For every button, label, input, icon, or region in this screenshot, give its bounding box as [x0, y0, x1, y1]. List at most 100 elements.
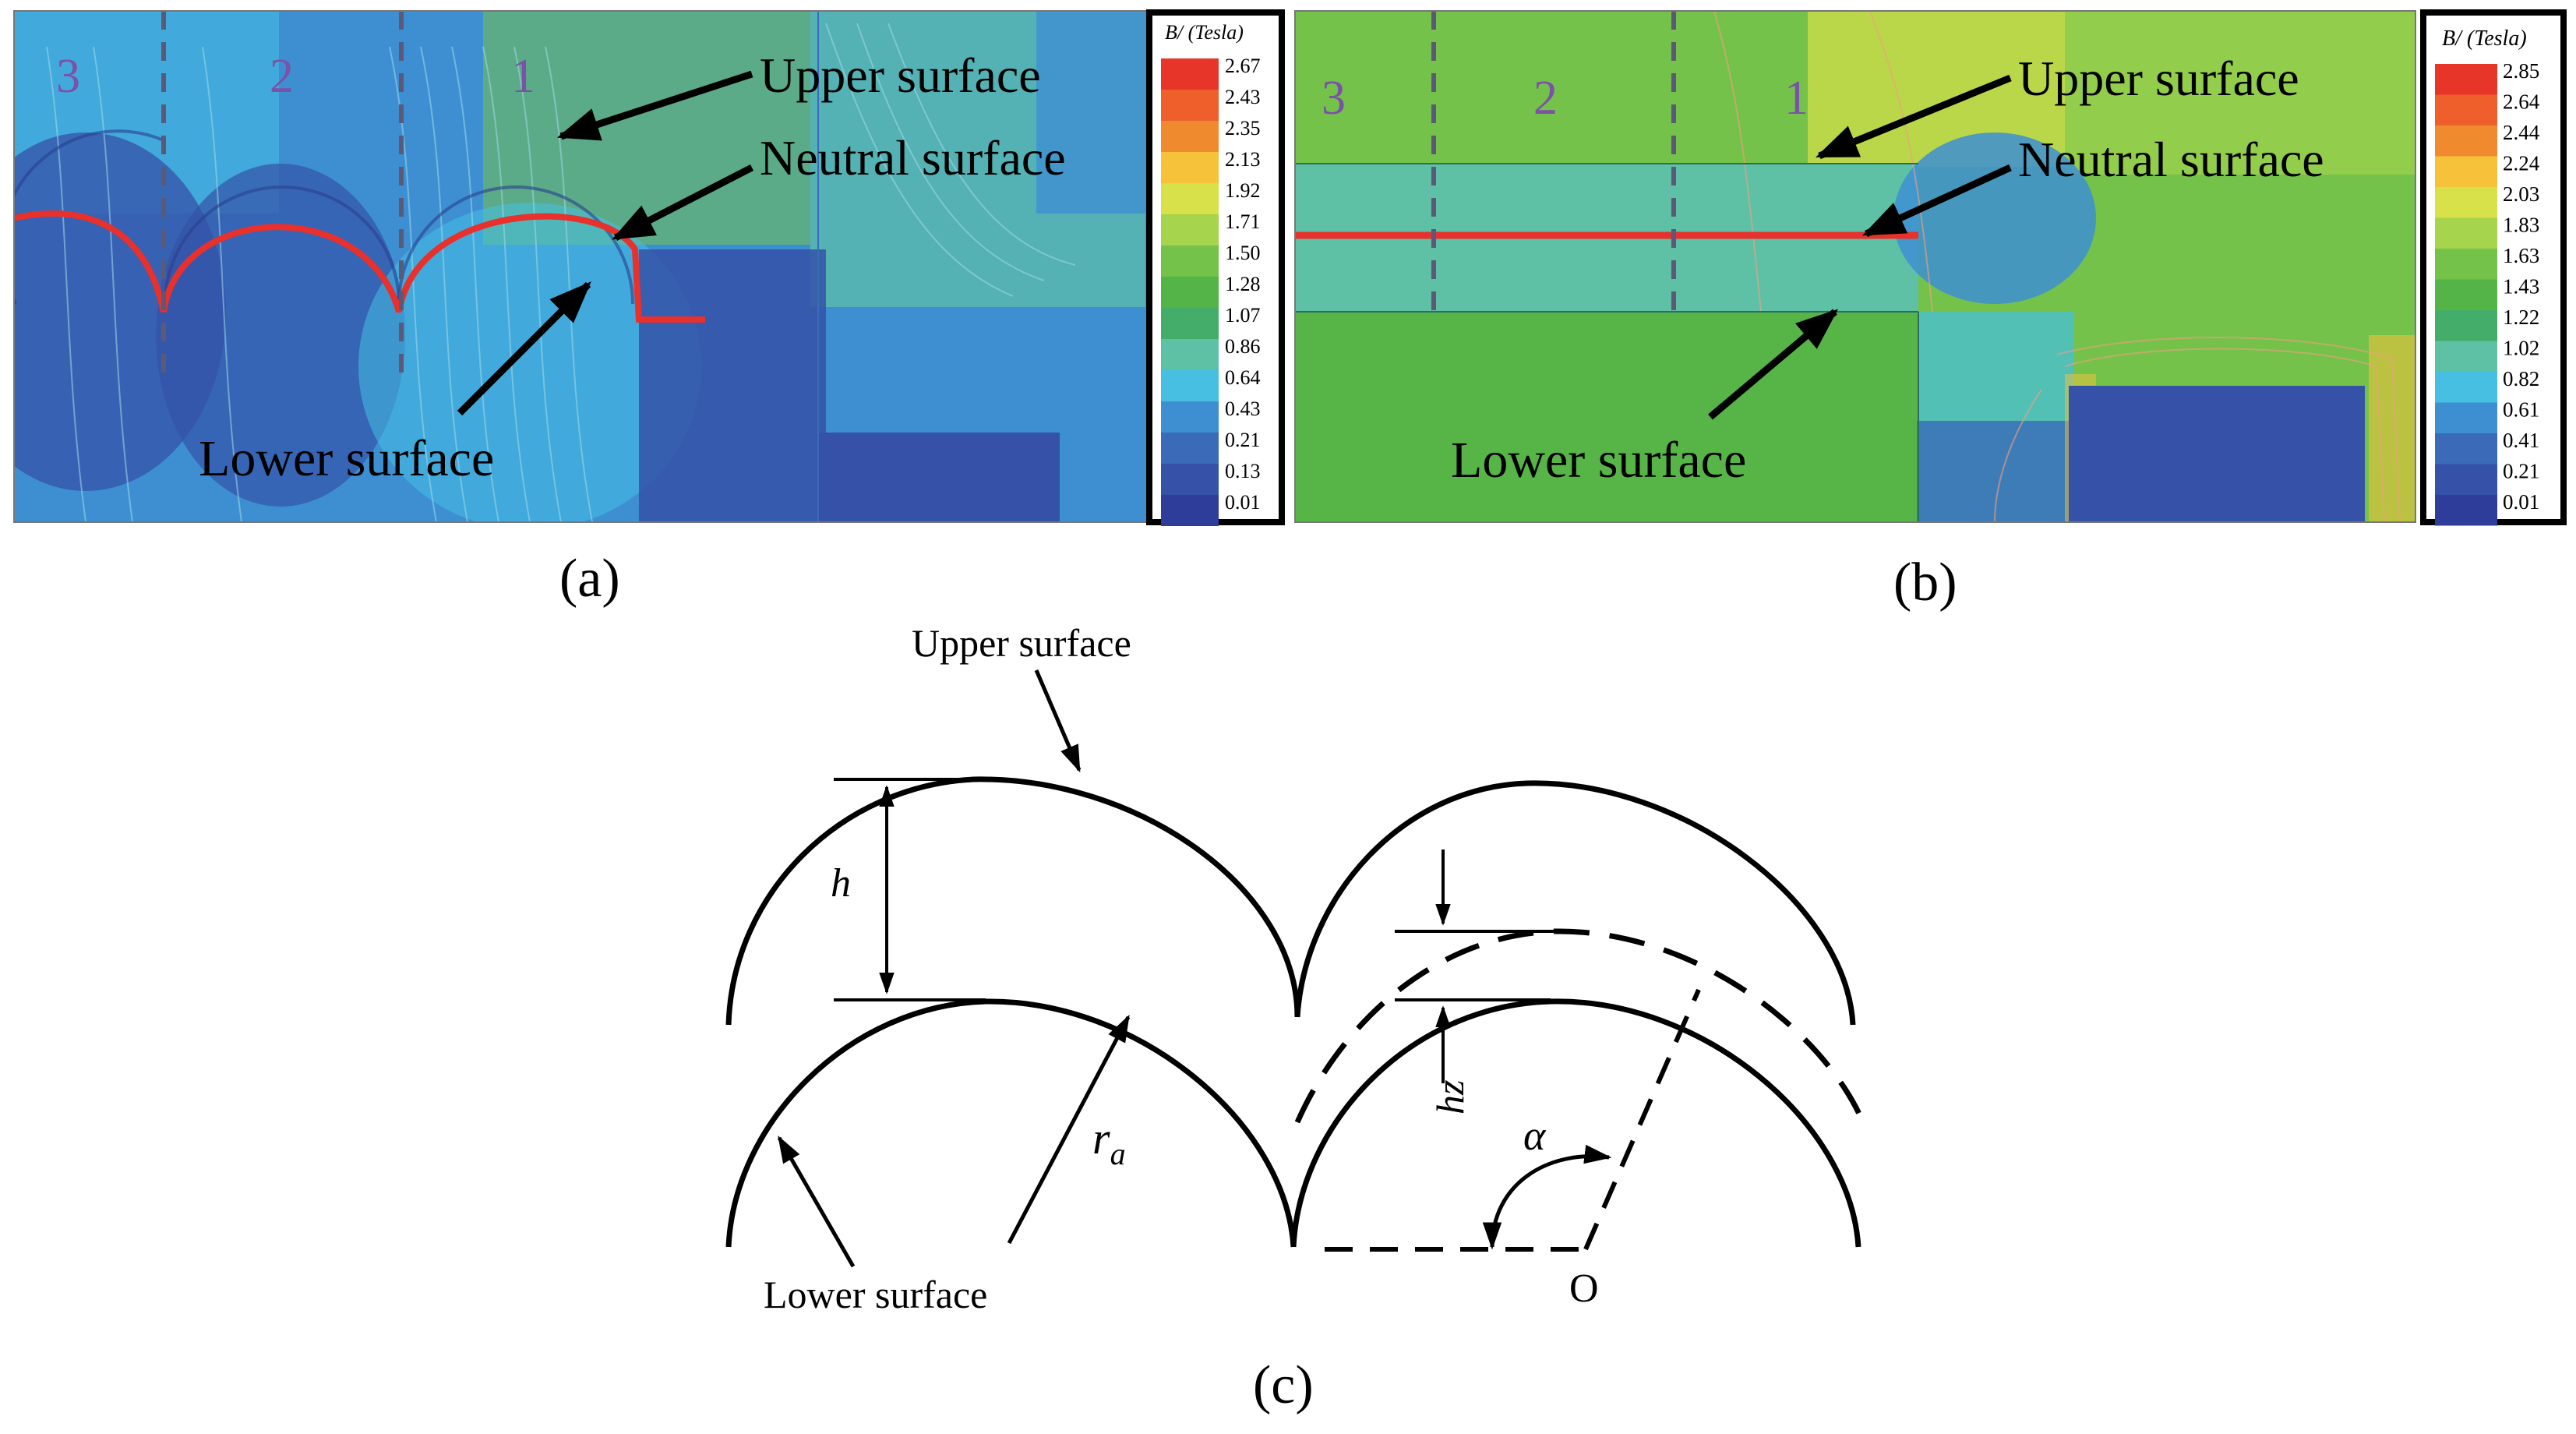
panel-b-legend-value: 0.41 [2503, 429, 2539, 452]
panel-b-neutral-surface-label: Neutral surface [2018, 132, 2324, 187]
panel-b-field-region [1893, 132, 2096, 304]
panel-b-legend-swatch [2435, 64, 2497, 95]
panel-a-legend-swatch [1161, 58, 1219, 90]
panel-a-legend-swatch [1161, 277, 1219, 308]
neutral-surface-arc [1294, 928, 1869, 1132]
panel-a-field-region [1036, 11, 1145, 214]
panel-b-legend-value: 2.03 [2503, 182, 2539, 206]
panel-a-magnet-block [818, 433, 1060, 522]
panel-a-legend-value: 2.35 [1225, 117, 1261, 140]
panel-a: 3 2 1 Upper surface Neutral surface Lowe… [13, 9, 1285, 609]
panel-b-caption: (b) [1893, 553, 1957, 613]
panel-b-legend-swatch [2435, 156, 2497, 187]
panel-b-upper-arrow [1816, 74, 2012, 160]
panel-c-upper-arrow [1034, 669, 1082, 773]
panel-c-lower-surface-label: Lower surface [764, 1273, 987, 1316]
panel-b-legend-value: 2.64 [2503, 90, 2540, 113]
origin-label: O [1569, 1266, 1599, 1311]
panel-b-zone-3: 3 [1322, 72, 1346, 125]
panel-a-zone-1: 1 [511, 50, 535, 103]
panel-a-legend-swatch [1161, 495, 1219, 526]
panel-a-legend-value: 1.07 [1225, 304, 1261, 327]
ra-label: ra [1092, 1113, 1126, 1171]
panel-a-legend-value: 2.43 [1225, 86, 1261, 108]
panel-a-legend-swatch [1161, 339, 1219, 370]
panel-b-legend: B/ (Tesla) 2.852.642.442.242.031.831.631… [2420, 9, 2567, 526]
panel-b-legend-swatch [2435, 495, 2497, 526]
panel-a-legend-value: 0.01 [1225, 491, 1261, 514]
panel-c-upper-surface-label: Upper surface [912, 621, 1131, 665]
alpha-arc [1482, 1144, 1612, 1250]
panel-a-neutral-line [14, 210, 705, 323]
panel-b-legend-swatches: 2.852.642.442.242.031.831.631.431.221.02… [2435, 59, 2540, 526]
panel-b-legend-value: 2.44 [2503, 121, 2540, 144]
panel-c-lower-arrow [777, 1135, 856, 1268]
panel-b-legend-value: 0.21 [2503, 459, 2539, 482]
panel-a-legend-value: 1.71 [1225, 210, 1261, 233]
panel-b-lower-surface-label: Lower surface [1451, 432, 1746, 489]
panel-a-legend-swatch [1161, 214, 1219, 245]
h-label: h [831, 861, 851, 906]
panel-b-legend-value: 0.82 [2503, 367, 2539, 390]
panel-a-legend-value: 0.86 [1225, 335, 1261, 358]
panel-a-legend-value: 0.13 [1225, 460, 1261, 482]
panel-b-legend-swatch [2435, 249, 2497, 280]
panel-b-legend-title: B/ (Tesla) [2442, 26, 2527, 51]
panel-b-legend-swatch [2435, 217, 2497, 249]
panel-a-lower-surface-label: Lower surface [199, 430, 494, 487]
panel-a-upper-surface-label: Upper surface [760, 48, 1041, 103]
panel-b-field-region [2065, 11, 2415, 175]
panel-a-legend-swatch [1161, 401, 1219, 433]
panel-b-flux-lines [1713, 11, 2401, 522]
panel-c-caption: (c) [1253, 1355, 1314, 1415]
panel-c: h hz α O ra Upper surface Lower surface … [725, 621, 1869, 1415]
panel-b: 3 2 1 Upper surface Neutral surface Lowe… [1294, 9, 2567, 613]
panel-a-zone-3: 3 [56, 50, 80, 103]
panel-a-neutral-arrow [612, 164, 754, 242]
panel-a-slot [639, 249, 826, 522]
panel-b-legend-value: 0.01 [2503, 490, 2539, 514]
panel-b-legend-value: 1.43 [2503, 274, 2539, 298]
panel-b-legend-value: 1.63 [2503, 244, 2539, 267]
panel-b-legend-swatch [2435, 279, 2497, 310]
panel-b-legend-value: 1.83 [2503, 213, 2539, 236]
panel-a-legend-swatch [1161, 433, 1219, 464]
panel-a-legend-swatch [1161, 90, 1219, 121]
panel-a-legend-swatch [1161, 464, 1219, 495]
panel-a-legend-value: 0.64 [1225, 366, 1261, 389]
panel-b-frame [1294, 10, 2416, 523]
panel-a-legend-value: 2.13 [1225, 148, 1261, 171]
panel-a-domes [14, 129, 634, 305]
panel-b-upper-surface-label: Upper surface [2018, 51, 2299, 106]
lower-surface-arc-left [725, 998, 1297, 1248]
panel-a-legend-swatch [1161, 308, 1219, 339]
panel-a-legend-value: 0.43 [1225, 397, 1261, 420]
panel-a-legend-title: B/ (Tesla) [1165, 21, 1244, 44]
panel-b-legend-swatch [2435, 372, 2497, 403]
panel-b-neutral-arrow [1862, 164, 2012, 238]
panel-b-legend-value: 2.85 [2503, 59, 2539, 83]
alpha-label: α [1523, 1112, 1547, 1159]
panel-b-legend-swatch [2435, 341, 2497, 372]
panel-a-legend-swatches: 2.672.432.352.131.921.711.501.281.070.86… [1161, 55, 1261, 526]
angled-radius [1583, 988, 1701, 1251]
panel-b-legend-swatch [2435, 464, 2497, 495]
panel-a-legend-swatch [1161, 370, 1219, 401]
panel-b-field-region [1295, 312, 1918, 522]
panel-a-caption: (a) [559, 549, 620, 609]
panel-a-legend-swatch [1161, 121, 1219, 152]
panel-a-neutral-surface-label: Neutral surface [760, 130, 1066, 185]
hz-label: hz [1428, 1080, 1472, 1114]
panel-b-lower-arrow [1708, 309, 1839, 420]
ra-arrow [1007, 1014, 1131, 1245]
panel-a-legend-swatch [1161, 183, 1219, 214]
panel-a-field-region [156, 164, 405, 507]
panel-b-field-region [1917, 421, 2073, 522]
upper-surface-arc-left [725, 776, 1300, 1026]
panel-b-legend-value: 1.22 [2503, 306, 2539, 329]
panel-b-legend-swatch [2435, 94, 2497, 125]
panel-a-legend: B/ (Tesla) 2.672.432.352.131.921.711.501… [1146, 9, 1285, 526]
panel-b-legend-swatch [2435, 433, 2497, 464]
panel-a-legend-swatch [1161, 152, 1219, 183]
